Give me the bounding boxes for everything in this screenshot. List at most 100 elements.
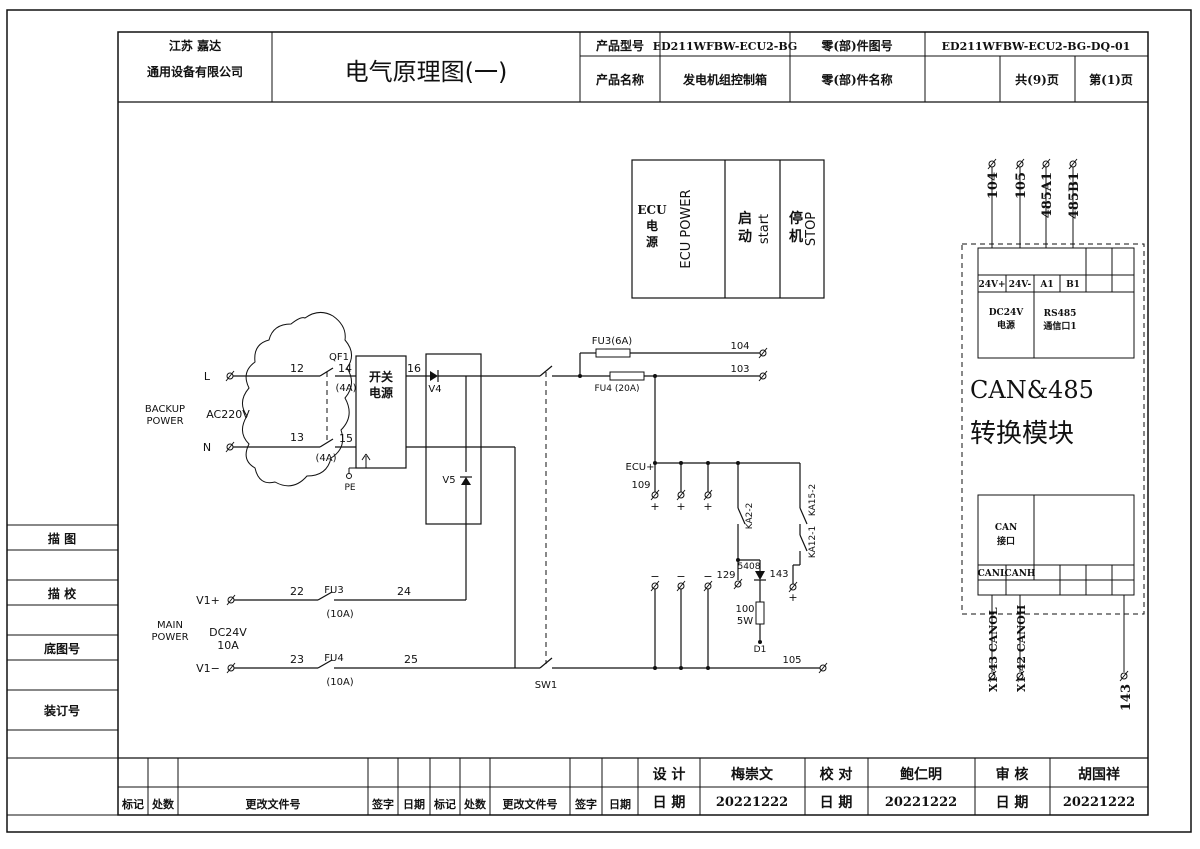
side-label-base-drawing-no: 底图号 <box>44 641 80 656</box>
design-label: 设 计 <box>653 766 686 783</box>
module-terminal-143-label: 143 <box>1119 684 1134 711</box>
fu4-label: FU4 <box>324 653 343 664</box>
pin-24v-plus: 24V+ <box>978 280 1005 290</box>
legend-ecu-power-vertical: ECU POWER <box>679 189 694 268</box>
sheet-frame <box>6 9 1192 833</box>
node-109-label: 109 <box>631 480 650 491</box>
wire-23-label: 23 <box>290 653 304 666</box>
label-part-number: 零(部)件图号 <box>820 38 892 53</box>
node-104-label: 104 <box>730 341 749 352</box>
switching-power-supply <box>355 355 407 469</box>
terminal-plus-1 <box>650 489 660 501</box>
rs485-label-line2: 通信口1 <box>1043 320 1076 332</box>
module-terminal-canoh-label: X1-42 CANOH <box>1015 605 1028 692</box>
backup-power-section: BACKUP POWER AC220V L N QF1 12 14 (4A) 1… <box>145 312 540 668</box>
main-power-section: MAIN POWER DC24V 10A V1+ V1− 22 FU3 (10A… <box>151 365 820 691</box>
pe-label: PE <box>344 483 355 493</box>
reviewer-name: 胡国祥 <box>1078 766 1120 783</box>
psu-label-line1: 开关 <box>369 369 393 384</box>
review-label: 审 核 <box>996 766 1029 783</box>
main-power-label-line1: MAIN <box>157 620 183 631</box>
backup-power-label-line2: POWER <box>146 416 183 427</box>
function-legend-box: ECU 电 源 ECU POWER 启 动 start 停 机 STOP <box>631 159 825 299</box>
plus-sign-143: + <box>788 591 797 604</box>
date-design: 20221222 <box>716 795 788 810</box>
date-label-check: 日 期 <box>820 795 853 811</box>
rev-header-docno-1: 更改文件号 <box>246 797 301 811</box>
backup-power-label-line1: BACKUP <box>145 404 185 415</box>
diode-5408 <box>755 571 765 580</box>
diode-v4 <box>430 371 438 381</box>
pin-canh: CANH <box>1005 569 1036 579</box>
relay-contact-ka12-1 <box>799 534 808 552</box>
module-terminal-canol <box>987 670 997 682</box>
date-label-design: 日 期 <box>653 795 686 811</box>
main-power-label-line2: POWER <box>151 632 188 643</box>
legend-ecu-line1: ECU <box>637 203 667 217</box>
relay-contact-ka2-2 <box>737 507 746 525</box>
rev-header-count-1: 处数 <box>151 797 175 811</box>
psu-label-line2: 电源 <box>369 385 393 400</box>
fuse-fu3-6a-label: FU3(6A) <box>592 336 633 347</box>
fu4-rating: (10A) <box>326 677 353 688</box>
module-terminal-485a1-label: 485A1 <box>1040 172 1055 218</box>
minus-sign-1: − <box>650 570 659 583</box>
wire-22-label: 22 <box>290 585 304 598</box>
terminal-v1-plus-symbol <box>226 594 236 606</box>
wire-14-label: 14 <box>338 362 352 375</box>
legend-stop-vertical: STOP <box>804 212 819 246</box>
value-part-number: ED211WFBW-ECU2-BG-DQ-01 <box>942 40 1131 53</box>
terminal-v1-minus-label: V1− <box>196 662 220 675</box>
terminal-v1-minus-symbol <box>226 662 236 674</box>
fu3-label: FU3 <box>324 585 343 596</box>
terminal-v1-plus-label: V1+ <box>196 594 220 607</box>
rev-header-docno-2: 更改文件号 <box>503 797 558 811</box>
terminal-103 <box>758 370 768 382</box>
node-143-label: 143 <box>769 569 788 580</box>
legend-ecu-line2: 电 <box>646 218 658 233</box>
side-label-trace-check: 描 校 <box>48 586 77 601</box>
resistor-100-5w <box>755 601 765 625</box>
diode-v5-label: V5 <box>442 475 455 486</box>
date-label-review: 日 期 <box>996 795 1029 811</box>
module-terminal-104-label: 104 <box>986 172 1001 199</box>
legend-start-line2: 动 <box>738 228 752 245</box>
wire-24-label: 24 <box>397 585 411 598</box>
date-check: 20221222 <box>885 795 957 810</box>
sw1-label: SW1 <box>535 680 558 691</box>
terminal-l-symbol <box>225 370 235 382</box>
company-name-line2: 通用设备有限公司 <box>147 64 243 79</box>
pin-a1: A1 <box>1039 280 1053 290</box>
rev-header-mark-1: 标记 <box>121 797 144 811</box>
minus-sign-2: − <box>676 570 685 583</box>
module-terminal-canol-label: X1-43 CANOL <box>987 607 1000 692</box>
can-label-line2: 接口 <box>997 535 1015 547</box>
relay-contact-ka15-2 <box>799 507 808 525</box>
module-power-rs485-block <box>977 247 1135 359</box>
qf1-rating-bottom: (4A) <box>315 453 336 464</box>
rev-header-date-1: 日期 <box>403 797 425 811</box>
module-terminal-143 <box>1119 670 1129 682</box>
diode-v4-label: V4 <box>428 384 441 395</box>
legend-start-vertical: start <box>757 214 772 244</box>
sw1-contact-top <box>539 365 553 377</box>
wire-15-label: 15 <box>339 432 353 445</box>
relay-ka12-1-label: KA12-1 <box>808 526 818 558</box>
relay-ka2-2-label: KA2-2 <box>745 503 755 530</box>
resistor-label-line1: 100 <box>735 604 754 615</box>
pe-terminal <box>346 473 352 479</box>
rs485-label-line1: RS485 <box>1044 309 1077 319</box>
wire-25-label: 25 <box>404 653 418 666</box>
legend-stop-line1: 停 <box>789 210 803 227</box>
terminal-129 <box>733 578 743 590</box>
company-name-line1: 江苏 嘉达 <box>169 38 221 53</box>
diode-5408-label: 5408 <box>738 562 761 572</box>
legend-start-line1: 启 <box>738 210 752 227</box>
diode-box <box>425 353 482 525</box>
pin-24v-minus: 24V- <box>1009 280 1032 290</box>
dc-current-label: 10A <box>217 639 239 652</box>
dc-voltage-label: DC24V <box>209 626 247 639</box>
rev-header-count-2: 处数 <box>463 797 487 811</box>
output-section: FU3(6A) 104 FU4 (20A) 103 ECU+ 109 + + + <box>578 336 828 674</box>
terminal-plus-2 <box>676 489 686 501</box>
